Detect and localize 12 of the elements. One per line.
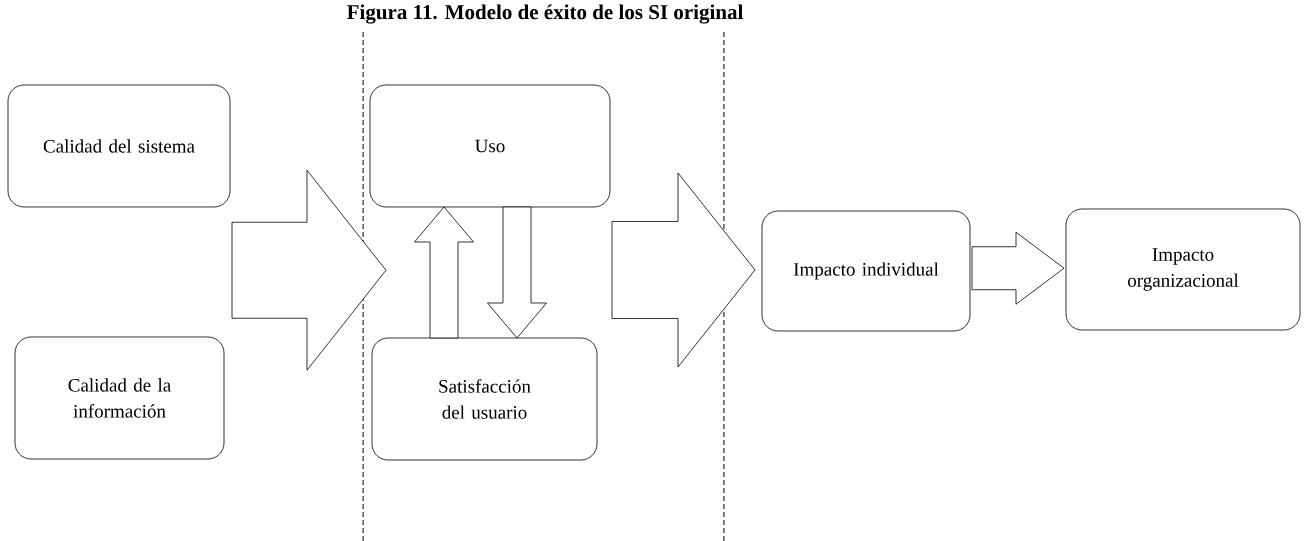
- title: Figura 11. Modelo de éxito de los SI original: [347, 4, 743, 24]
- process-box: Calidad del sistema: [7, 84, 231, 208]
- block-arrow: [611, 172, 756, 368]
- process-box: Impacto individual: [761, 210, 971, 332]
- block-arrow: [414, 206, 474, 339]
- block-arrow: [487, 206, 547, 339]
- block-arrow: [231, 169, 387, 371]
- process-box: Satisfacción del usuario: [371, 337, 598, 461]
- process-box: Calidad de la información: [14, 336, 225, 460]
- process-box: Impacto organizacional: [1065, 208, 1301, 331]
- block-arrow: [971, 231, 1065, 305]
- process-box: Uso: [369, 84, 611, 208]
